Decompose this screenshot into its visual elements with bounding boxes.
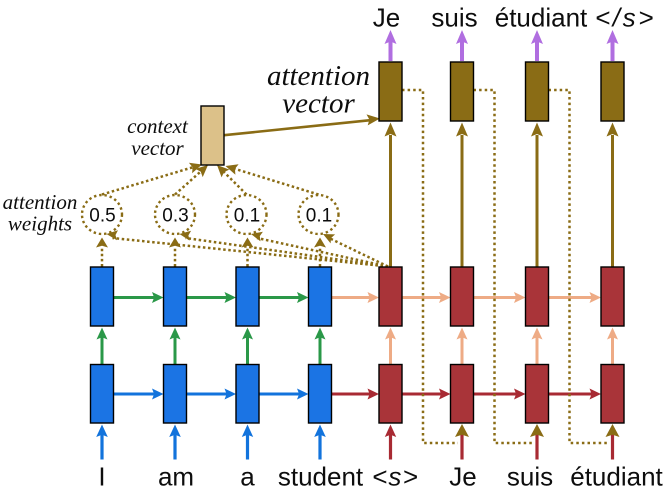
svg-text:suis: suis <box>431 3 477 33</box>
svg-text:context: context <box>127 114 189 138</box>
svg-text:a: a <box>240 462 255 492</box>
svg-text:vector: vector <box>131 136 184 160</box>
svg-text:weights: weights <box>8 212 72 236</box>
svg-text:0.5: 0.5 <box>89 206 115 227</box>
svg-text:0.1: 0.1 <box>234 206 260 227</box>
svg-text:attention: attention <box>3 190 78 214</box>
svg-text:vector: vector <box>282 88 355 120</box>
svg-text:suis: suis <box>507 462 553 492</box>
svg-text:0.3: 0.3 <box>162 206 188 227</box>
svg-text:Je: Je <box>373 3 400 33</box>
svg-text:attention: attention <box>267 60 370 92</box>
svg-text:étudiant: étudiant <box>570 462 663 492</box>
svg-text:étudiant: étudiant <box>495 3 588 33</box>
svg-text:0.1: 0.1 <box>306 206 332 227</box>
svg-text:</s>: </s> <box>595 3 656 33</box>
svg-text:am: am <box>158 462 194 492</box>
svg-text:student: student <box>278 462 364 492</box>
svg-text:<s>: <s> <box>372 462 419 492</box>
svg-text:I: I <box>98 462 105 492</box>
svg-text:Je: Je <box>449 462 476 492</box>
